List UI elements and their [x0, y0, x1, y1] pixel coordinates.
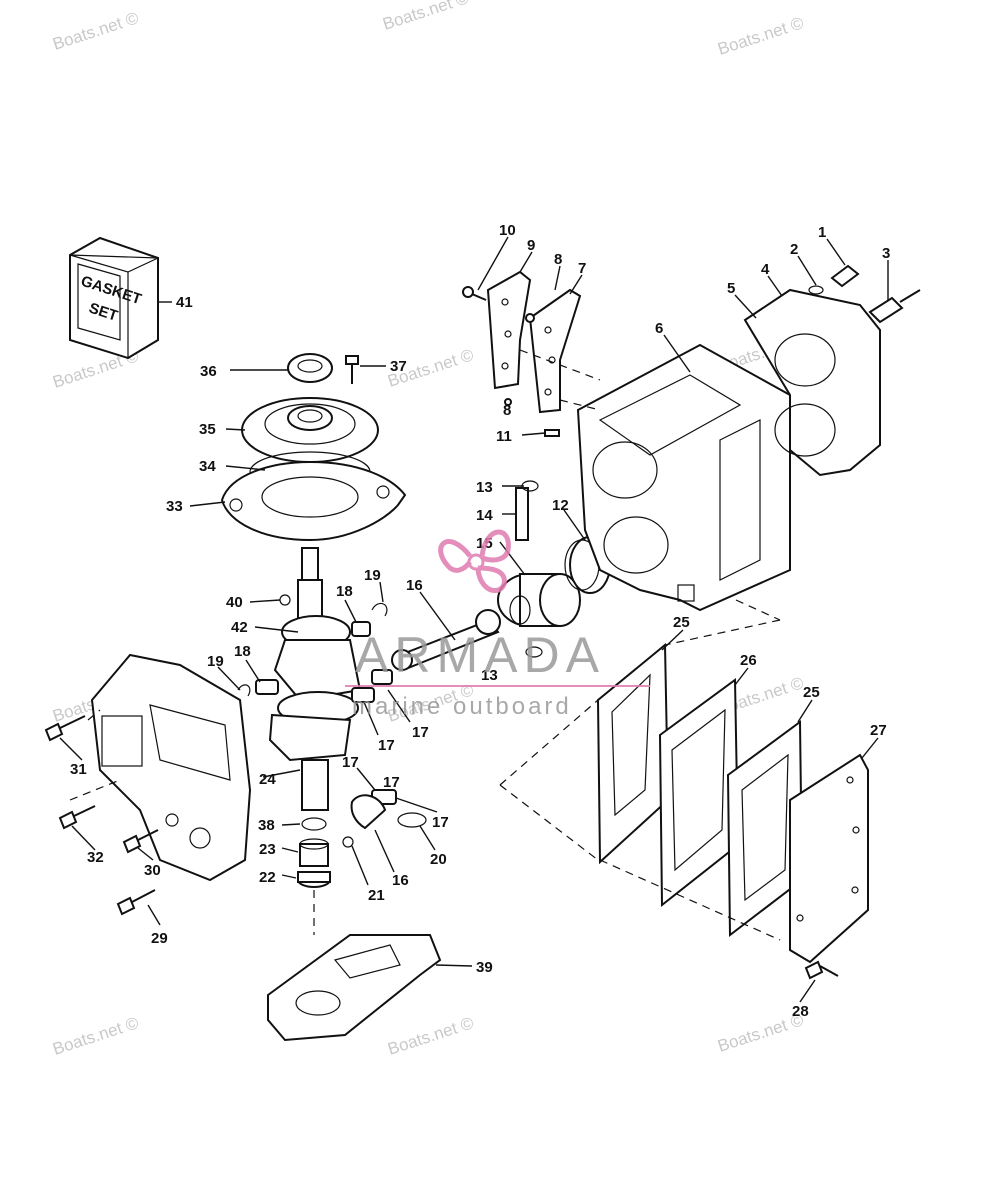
screw-part: [804, 960, 839, 980]
callout-label: 22: [259, 869, 276, 886]
callout-label: 11: [496, 428, 512, 445]
piston-part: [497, 573, 581, 627]
callout-label: 27: [870, 722, 887, 739]
callout-label: 7: [578, 260, 586, 277]
callout-label: 23: [259, 841, 276, 858]
callout-label: 34: [199, 458, 216, 475]
callout-label: 20: [430, 851, 447, 868]
bearing-housing-part: [241, 397, 379, 463]
callout-label: 13: [476, 479, 493, 496]
callout-label: 21: [368, 887, 385, 904]
screw-part: [462, 286, 487, 301]
callout-label: 36: [200, 363, 217, 380]
watermark: Boats.net ©: [50, 8, 141, 54]
crankshaft-part: [268, 547, 362, 811]
callout-label: 13: [481, 667, 498, 684]
screw-part: [58, 805, 96, 830]
screw-part: [116, 889, 156, 916]
callout-label: 19: [364, 567, 381, 584]
callout-label: 12: [552, 497, 569, 514]
crankcase-part: [90, 653, 252, 882]
check-ball-part: [504, 313, 535, 406]
callout-label: 2: [790, 241, 798, 258]
bolt-part: [830, 264, 860, 288]
base-gasket-part: [267, 934, 442, 1042]
gasket-set-box: GASKET SET: [69, 236, 159, 360]
screw-part: [122, 829, 159, 854]
brand-watermark: ARMADA marine outboard: [345, 529, 650, 720]
callout-label: 24: [259, 771, 276, 788]
cylinder-head-part: [743, 288, 881, 477]
callout-label: 10: [499, 222, 516, 239]
brand-tagline: marine outboard: [352, 693, 572, 720]
callout-label: 39: [476, 959, 493, 976]
connecting-rod-part: [342, 609, 501, 848]
callout-label: 25: [803, 684, 820, 701]
seal-part: [287, 353, 333, 383]
watermark: Boats.net ©: [380, 0, 471, 34]
callout-label: 35: [199, 421, 216, 438]
callout-label: 33: [166, 498, 183, 515]
brand-name: ARMADA: [355, 627, 605, 683]
callout-label: 38: [258, 817, 275, 834]
callout-label: 8: [554, 251, 562, 268]
callout-label: 5: [727, 280, 735, 297]
assembly-guide-lines: [69, 349, 781, 941]
callout-label: 30: [144, 862, 161, 879]
callout-label: 17: [432, 814, 449, 831]
callout-label: 17: [383, 774, 400, 791]
callout-label: 4: [761, 261, 770, 278]
watermark: Boats.net ©: [715, 13, 806, 59]
lower-bearing-stack: [297, 817, 331, 888]
callout-label: 28: [792, 1003, 809, 1020]
callout-label: 40: [226, 594, 243, 611]
screw-part: [345, 355, 359, 384]
callout-label: 3: [882, 245, 890, 262]
snap-ring-part: [397, 812, 427, 828]
callout-label: 32: [87, 849, 104, 866]
callout-label: 1: [818, 224, 826, 241]
washer-part: [808, 285, 824, 295]
spark-plug-part: [868, 289, 921, 324]
callout-label: 6: [655, 320, 663, 337]
screw-part: [44, 715, 86, 742]
callout-label: 41: [176, 294, 193, 311]
callout-label: 14: [476, 507, 493, 524]
exhaust-plate-part: [528, 288, 582, 414]
callout-label: 18: [234, 643, 251, 660]
callout-labels: 1 2 3 4 5 6 7 8 8 9 10 11 12 13 13 14 15…: [70, 222, 890, 1020]
reed-plate-part: [486, 270, 532, 390]
retainer-plate-part: [220, 451, 407, 542]
callout-label: 9: [527, 237, 535, 254]
gasket-part: [658, 678, 740, 908]
dowel-pin-part: [544, 429, 560, 437]
callout-label: 19: [207, 653, 224, 670]
propeller-logo-icon: [438, 529, 511, 593]
callout-label: 26: [740, 652, 757, 669]
callout-label: 17: [378, 737, 395, 754]
cover-plate-part: [789, 753, 869, 964]
callout-label: 17: [342, 754, 359, 771]
callout-label: 16: [392, 872, 409, 889]
cylinder-block-part: [576, 343, 791, 612]
callout-label: 37: [390, 358, 407, 375]
watermark: Boats.net ©: [385, 1013, 476, 1059]
callout-label: 42: [231, 619, 248, 636]
callout-label: 25: [673, 614, 690, 631]
callout-label: 8: [503, 402, 511, 419]
callout-leaders: [59, 236, 889, 1003]
callout-label: 29: [151, 930, 168, 947]
callout-label: 18: [336, 583, 353, 600]
callout-label: 17: [412, 724, 429, 741]
callout-label: 16: [406, 577, 423, 594]
callout-label: 31: [70, 761, 87, 778]
watermark: Boats.net ©: [50, 1013, 141, 1059]
gasket-part: [596, 642, 670, 865]
